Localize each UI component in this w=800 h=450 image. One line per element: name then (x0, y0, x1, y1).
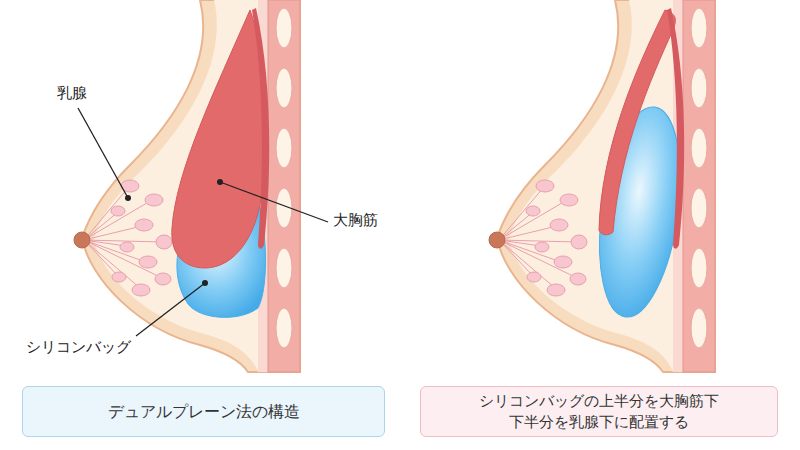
part-label: 大胸筋 (333, 211, 378, 229)
right-figure (489, 0, 715, 372)
left-figure (74, 0, 328, 372)
pectoralis-major (599, 10, 675, 235)
caption-box: デュアルプレーン法の構造 (22, 386, 385, 437)
part-label: シリコンバッグ (26, 338, 131, 356)
pectoralis-minor (667, 8, 684, 249)
mammary-gland (74, 180, 172, 296)
leader-dot (125, 195, 131, 201)
leader-dot (217, 179, 223, 185)
part-label: 乳腺 (57, 84, 87, 102)
skin (497, 0, 715, 372)
leader-dot (202, 280, 208, 286)
skin (82, 0, 300, 372)
caption-text: デュアルプレーン法の構造 (108, 401, 300, 423)
mammary-gland (489, 180, 587, 296)
caption-text: シリコンバッグの上半分を大胸筋下 下半分を乳腺下に配置する (430, 391, 768, 432)
pectoralis-minor (252, 8, 269, 249)
leader-line (136, 283, 205, 336)
caption-box: シリコンバッグの上半分を大胸筋下 下半分を乳腺下に配置する (420, 386, 778, 437)
leader-line (78, 108, 128, 198)
leader-line (220, 182, 328, 222)
pectoralis-major (172, 10, 264, 268)
